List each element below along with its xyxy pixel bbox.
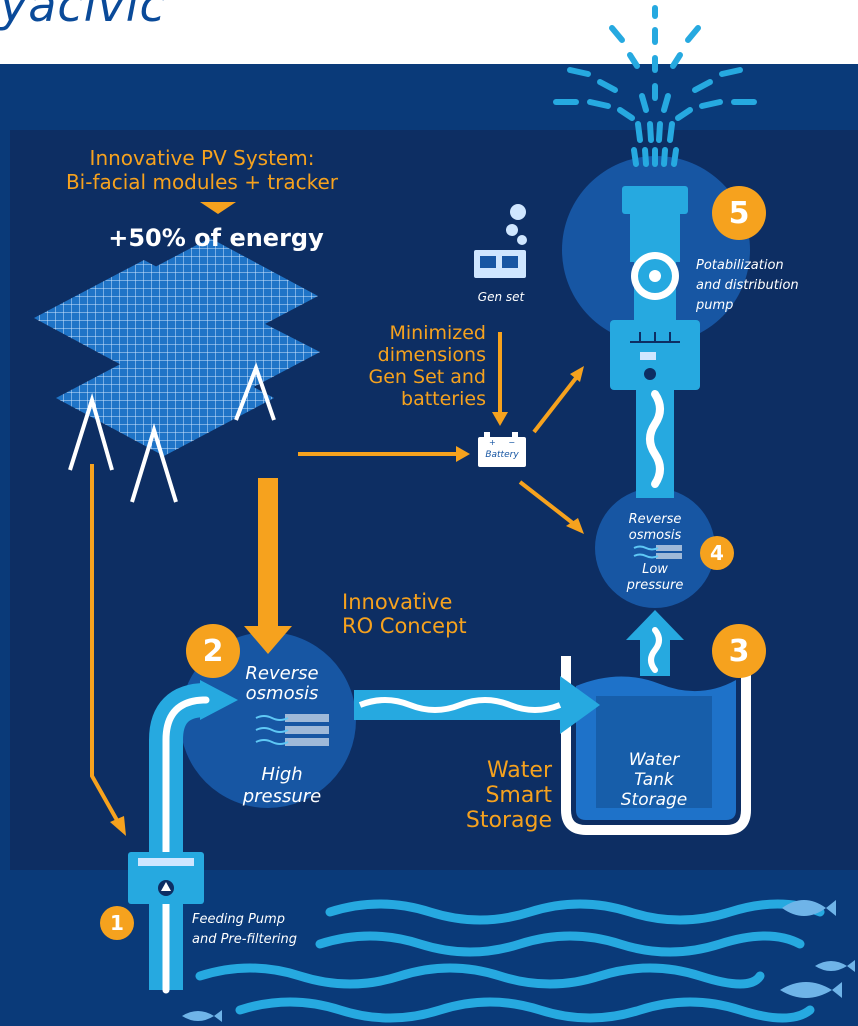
step-4-line: osmosis (628, 528, 682, 543)
step-5-line: Potabilization (696, 258, 784, 273)
ro-concept-line1: Innovative (342, 590, 453, 614)
ro-high-membranes (255, 714, 329, 746)
ro-low-membranes (633, 545, 682, 559)
step-4-sub-line: pressure (626, 578, 684, 593)
step-4-title: Reverse osmosis (610, 512, 700, 544)
step-4-sub-line: Low (642, 562, 668, 577)
step-5-badge: 5 (712, 186, 766, 240)
water-tank (561, 656, 751, 835)
genset-note-line: Minimized (389, 322, 486, 344)
battery-label: Battery (485, 450, 519, 460)
genset-graphic (474, 204, 527, 278)
step-1-line: and Pre-filtering (192, 932, 298, 947)
step-4-badge: 4 (700, 536, 734, 570)
main-power-arrow (244, 478, 292, 654)
ro-concept-label: Innovative RO Concept (342, 590, 467, 638)
ro-high-circle (180, 632, 356, 808)
step-2-sub-line: High (261, 764, 303, 785)
step-2-line: Reverse (245, 663, 319, 684)
step-3-label: Water Tank Storage (596, 750, 712, 810)
step-5-line: and distribution (696, 278, 799, 293)
battery-graphic (478, 432, 526, 467)
step-5-label: Potabilization and distribution pump (696, 256, 799, 316)
smart-storage-label: Water Smart Storage (440, 758, 552, 833)
step-2-badge: 2 (186, 624, 240, 678)
battery-minus: − (508, 438, 516, 447)
sea-waves (195, 899, 825, 1023)
intake-pipe (128, 680, 238, 994)
step-2-subtitle: High pressure (222, 764, 342, 808)
fountain-spray (553, 5, 757, 167)
step-3-badge: 3 (712, 624, 766, 678)
genset-label: Gen set (477, 290, 525, 304)
genset-note-line: dimensions (377, 344, 486, 366)
genset-note-line: Gen Set and (368, 366, 486, 388)
fish-group (182, 900, 855, 1022)
solar-array (34, 238, 320, 503)
step-2-line: osmosis (245, 683, 319, 704)
step-3-line: Water (628, 750, 680, 770)
distribution-pipe (610, 186, 700, 498)
step-1-badge: 1 (100, 906, 134, 940)
ro-low-circle (595, 488, 715, 608)
genset-note-line: batteries (401, 388, 486, 410)
step-3-line: Storage (620, 790, 688, 810)
step-4-line: Reverse (628, 512, 682, 527)
step-5-line: pump (696, 298, 734, 313)
step-4-subtitle: Low pressure (610, 562, 700, 594)
battery-plus: + (488, 438, 496, 447)
ro-concept-line2: RO Concept (342, 614, 467, 638)
step-2-title: Reverse osmosis (222, 664, 342, 704)
smart-storage-line: Smart (485, 783, 552, 808)
genset-note: Minimized dimensions Gen Set and batteri… (340, 322, 486, 410)
pv-heading: Innovative PV System: Bi-facial modules … (52, 146, 352, 194)
smart-storage-line: Storage (465, 808, 552, 833)
pv-heading-line1: Innovative PV System: (89, 146, 315, 170)
pv-heading-line2: Bi-facial modules + tracker (65, 170, 339, 194)
flow-arrowheads (110, 366, 584, 836)
step-1-label: Feeding Pump and Pre-filtering (192, 910, 297, 950)
battery-terminals: + − (478, 438, 526, 447)
energy-gain-label: +50% of energy (108, 224, 324, 252)
step-3-line: Tank (634, 770, 674, 790)
smart-storage-line: Water (486, 758, 552, 783)
step-1-line: Feeding Pump (192, 912, 285, 927)
energy-pointer (200, 202, 236, 214)
flow-arrows (90, 332, 578, 823)
brand-title: yacivic (0, 0, 166, 32)
tank-to-ro-arrow (626, 610, 684, 676)
step-2-sub-line: pressure (242, 786, 322, 807)
ro-to-tank-pipe (354, 676, 600, 734)
